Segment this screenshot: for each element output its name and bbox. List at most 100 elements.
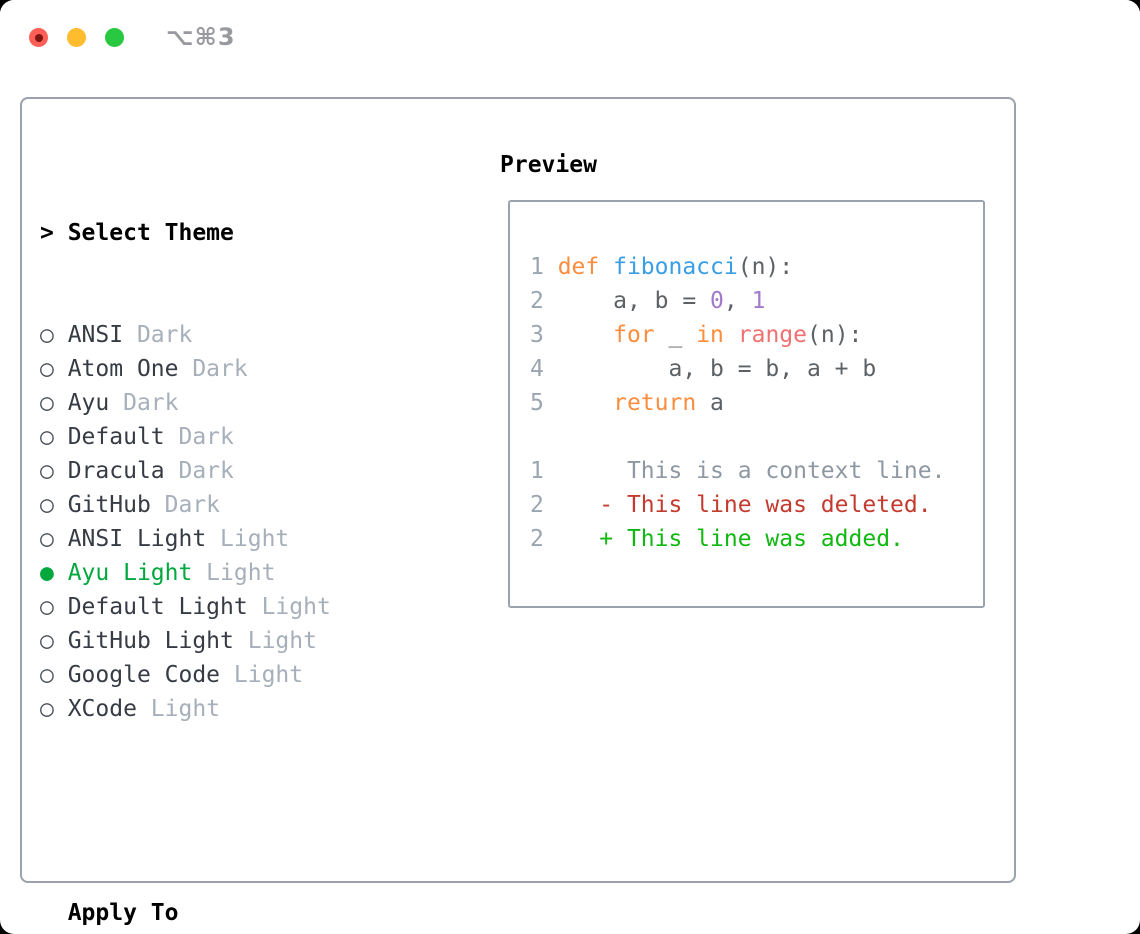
code-segment: , (723, 288, 752, 314)
spacer (40, 794, 428, 828)
radio-icon: ○ (40, 696, 68, 722)
code-line: 2 a, b = 0, 1 (530, 284, 945, 318)
zoom-button[interactable] (105, 28, 124, 47)
theme-name: Default (67, 424, 165, 450)
select-theme-header: > Select Theme (40, 216, 428, 250)
code-segment: a (696, 390, 724, 416)
theme-variant: Dark (178, 356, 248, 382)
theme-item-ayu[interactable]: ○ Ayu Dark (40, 386, 428, 420)
radio-icon: ○ (40, 424, 68, 450)
code-segment: 1 (530, 458, 558, 484)
theme-variant: Light (136, 696, 221, 722)
code-segment: def (557, 254, 614, 280)
close-button[interactable] (29, 28, 48, 47)
code-segment (724, 322, 738, 348)
radio-icon: ○ (40, 458, 68, 484)
titlebar: ⌥⌘3 (0, 0, 1140, 96)
theme-name: XCode (67, 696, 137, 722)
theme-item-atom-one[interactable]: ○ Atom One Dark (40, 352, 428, 386)
apply-to-header: Apply To (67, 900, 179, 926)
code-line: 2 + This line was added. (530, 522, 945, 556)
radio-icon: ○ (40, 662, 68, 688)
radio-icon: ○ (40, 526, 68, 552)
code-segment: (n): (737, 254, 794, 280)
theme-name: ANSI (67, 322, 124, 348)
code-segment: + This line was added. (557, 526, 904, 552)
code-segment: 1 (751, 288, 766, 314)
radio-icon: ○ (40, 594, 68, 620)
code-line: 1 def fibonacci(n): (530, 250, 945, 284)
code-segment: return (613, 390, 697, 416)
code-segment: 3 (530, 322, 558, 348)
code-segment: 1 (530, 254, 558, 280)
radio-selected-icon: ● (40, 560, 68, 586)
theme-name: GitHub (67, 492, 151, 518)
radio-icon: ○ (40, 322, 68, 348)
preview-header: Preview (500, 152, 597, 178)
prompt-caret-icon: > (40, 220, 68, 246)
theme-item-github[interactable]: ○ GitHub Dark (40, 488, 428, 522)
radio-icon: ○ (40, 492, 68, 518)
theme-name: Ayu (67, 390, 110, 416)
code-segment: 0 (710, 288, 724, 314)
theme-name: Ayu Light (67, 560, 193, 586)
code-segment: 5 (530, 390, 558, 416)
theme-name: Dracula (67, 458, 165, 484)
theme-item-google-code[interactable]: ○ Google Code Light (40, 658, 428, 692)
code-segment: 2 (530, 288, 558, 314)
theme-item-ansi[interactable]: ○ ANSI Dark (40, 318, 428, 352)
code-line: 5 return a (530, 386, 945, 420)
theme-item-github-light[interactable]: ○ GitHub Light Light (40, 624, 428, 658)
theme-variant: Light (206, 526, 290, 552)
theme-variant: Light (233, 628, 317, 654)
code-segment: 2 (530, 492, 558, 518)
code-segment: 4 (530, 356, 558, 382)
radio-icon: ○ (40, 390, 68, 416)
radio-icon: ○ (40, 356, 68, 382)
code-segment: _ (654, 322, 697, 348)
left-column: > Select Theme ○ ANSI Dark○ Atom One Dar… (40, 148, 428, 934)
code-segment (558, 322, 613, 348)
code-segment: 2 (530, 526, 558, 552)
theme-item-default-light[interactable]: ○ Default Light Light (40, 590, 428, 624)
code-segment: - This line was deleted. (557, 492, 932, 518)
theme-variant: Light (192, 560, 276, 586)
theme-name: ANSI Light (67, 526, 207, 552)
theme-item-ayu-light[interactable]: ● Ayu Light Light (40, 556, 428, 590)
theme-variant: Dark (109, 390, 179, 416)
theme-variant: Dark (164, 458, 234, 484)
theme-item-ansi-light[interactable]: ○ ANSI Light Light (40, 522, 428, 556)
select-theme-header-label: Select Theme (67, 220, 234, 246)
code-segment: fibonacci (613, 254, 738, 280)
theme-name: Google Code (67, 662, 221, 688)
code-line (530, 420, 945, 454)
minimize-button[interactable] (67, 28, 86, 47)
theme-variant: Dark (164, 424, 234, 450)
theme-item-xcode[interactable]: ○ XCode Light (40, 692, 428, 726)
window-title: ⌥⌘3 (166, 23, 236, 51)
code-segment: a, b = b, a + b (557, 356, 877, 382)
theme-name: Atom One (67, 356, 179, 382)
theme-selector-panel: > Select Theme ○ ANSI Dark○ Atom One Dar… (20, 97, 1016, 926)
code-segment: This is a context line. (557, 458, 946, 484)
code-segment: for (613, 322, 655, 348)
code-segment: in (696, 322, 724, 348)
code-segment (558, 390, 613, 416)
radio-icon: ○ (40, 628, 68, 654)
code-line: 2 - This line was deleted. (530, 488, 945, 522)
code-line: 3 for _ in range(n): (530, 318, 945, 352)
theme-variant: Light (220, 662, 304, 688)
theme-variant: Dark (123, 322, 193, 348)
theme-list: ○ ANSI Dark○ Atom One Dark○ Ayu Dark○ De… (40, 318, 428, 726)
code-segment: (n): (807, 322, 863, 348)
theme-name: GitHub Light (67, 628, 234, 654)
theme-item-default[interactable]: ○ Default Dark (40, 420, 428, 454)
code-segment: range (737, 322, 807, 348)
code-line: 4 a, b = b, a + b (530, 352, 945, 386)
code-line: 1 This is a context line. (530, 454, 945, 488)
theme-variant: Dark (150, 492, 221, 518)
theme-item-dracula[interactable]: ○ Dracula Dark (40, 454, 428, 488)
